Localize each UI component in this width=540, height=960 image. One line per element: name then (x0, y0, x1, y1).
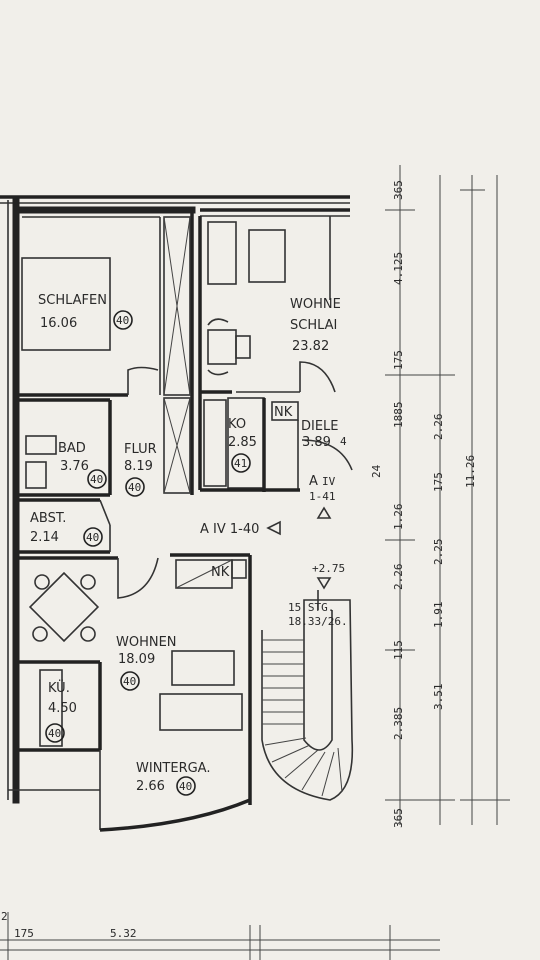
room-wintergarten-mark: 40 (179, 780, 192, 793)
dim-2: 4.125 (392, 252, 405, 285)
dim-far-right: 11.26 (464, 455, 477, 488)
room-abst-mark-circle (83, 527, 103, 547)
dim-bottom-corner: 2 (1, 910, 8, 923)
room-ko-area: 2.85 (228, 435, 257, 450)
dim-7: 2.26 (392, 564, 405, 591)
room-flur-area: 8.19 (124, 459, 153, 474)
dim-9: 2.385 (392, 707, 405, 740)
room-abst-mark: 40 (86, 531, 99, 544)
dim-bottom-left: 175 (14, 927, 34, 940)
room-wohnen-walls (16, 553, 252, 805)
room-bad-mark: 40 (90, 473, 103, 486)
room-wintergarten-area: 2.66 (136, 779, 165, 794)
room-wohnen-name: WOHNEN (116, 635, 177, 650)
section-a-upper-top: A (309, 474, 318, 489)
room-ko-walls (200, 397, 353, 492)
room-wohnen-schlaf-name-1: WOHNE (290, 297, 341, 312)
room-wohnen-area: 18.09 (118, 652, 155, 667)
dim-col2-2: 175 (432, 472, 445, 492)
dim-col2-5: 3.51 (432, 684, 445, 711)
room-schlafen-mark-circle (113, 310, 133, 330)
dim-col2-3: 2.25 (432, 539, 445, 566)
dimension-labels-right: 365 4.125 175 1885 24 1.26 2.26 115 2.38… (370, 180, 477, 828)
room-bad-area: 3.76 (60, 459, 89, 474)
room-diele-area: 3.89 (302, 435, 331, 450)
dim-4: 1885 (392, 402, 405, 429)
section-a-upper-bottom: 1-41 (309, 490, 336, 503)
room-diele-mark: 4 (340, 435, 347, 448)
room-kueche-mark-circle (45, 723, 65, 743)
room-wintergarten-mark-circle (176, 776, 196, 796)
room-kueche-area: 4.50 (48, 701, 77, 716)
room-wohnen-schlaf-area: 23.82 (292, 339, 329, 354)
stair-label-2: 18.33/26. (288, 615, 348, 628)
room-bad-mark-circle (87, 469, 107, 489)
room-flur-mark-circle (125, 477, 145, 497)
room-abst-walls (16, 498, 111, 554)
room-abst-area: 2.14 (30, 530, 59, 545)
dim-10: 365 (392, 808, 405, 828)
level-arrow-icon (316, 577, 332, 590)
dim-5: 24 (370, 464, 383, 478)
room-schlafen-walls (16, 216, 161, 397)
label-nk-top: NK (274, 405, 293, 420)
label-nk-bottom: NK (211, 565, 230, 580)
room-bad-flur-walls (16, 398, 112, 497)
dim-6: 1.26 (392, 504, 405, 531)
room-wohnen-schlaf-name-2: SCHLAI (290, 318, 337, 333)
room-diele-name: DIELE (301, 419, 339, 434)
room-schlafen-name: SCHLAFEN (38, 293, 107, 308)
dim-1: 365 (392, 180, 405, 200)
spiral-stair (261, 590, 354, 801)
section-arrow-lower-icon (266, 520, 281, 536)
room-schlafen-mark: 40 (116, 314, 129, 327)
room-ko-mark-circle (231, 453, 251, 473)
room-flur-mark: 40 (128, 481, 141, 494)
room-kueche-mark: 40 (48, 727, 61, 740)
level-mark: +2.75 (312, 562, 345, 575)
section-arrow-upper-icon (316, 506, 332, 519)
room-wintergarten-name: WINTERGA. (136, 761, 210, 776)
dim-bottom-mid: 5.32 (110, 927, 137, 940)
room-ko-name: KO (228, 417, 246, 432)
room-wohnen-schlaf-walls (198, 216, 336, 490)
room-bad-name: BAD (58, 441, 86, 456)
room-schlafen-area: 16.06 (40, 316, 77, 331)
stair-label-1: 15 STG. (288, 601, 334, 614)
dim-3: 175 (392, 350, 405, 370)
dim-col2-1: 2.26 (432, 414, 445, 441)
room-kueche-wintergarten-walls (8, 660, 251, 832)
dim-8: 115 (392, 640, 405, 660)
dim-col2-4: 1.91 (432, 602, 445, 629)
room-flur-name: FLUR (124, 442, 157, 457)
room-wohnen-mark: 40 (123, 675, 136, 688)
dimension-labels-bottom: 175 5.32 2 (1, 910, 137, 940)
room-ko-mark: 41 (234, 457, 247, 470)
closet-cross (163, 216, 191, 494)
section-a-lower: A IV 1-40 (200, 522, 259, 537)
section-a-upper-num: IV (322, 475, 336, 488)
room-kueche-name: KÜ. (48, 679, 70, 696)
dimension-lines (0, 165, 510, 960)
room-wohnen-mark-circle (120, 671, 140, 691)
room-abst-name: ABST. (30, 511, 66, 526)
